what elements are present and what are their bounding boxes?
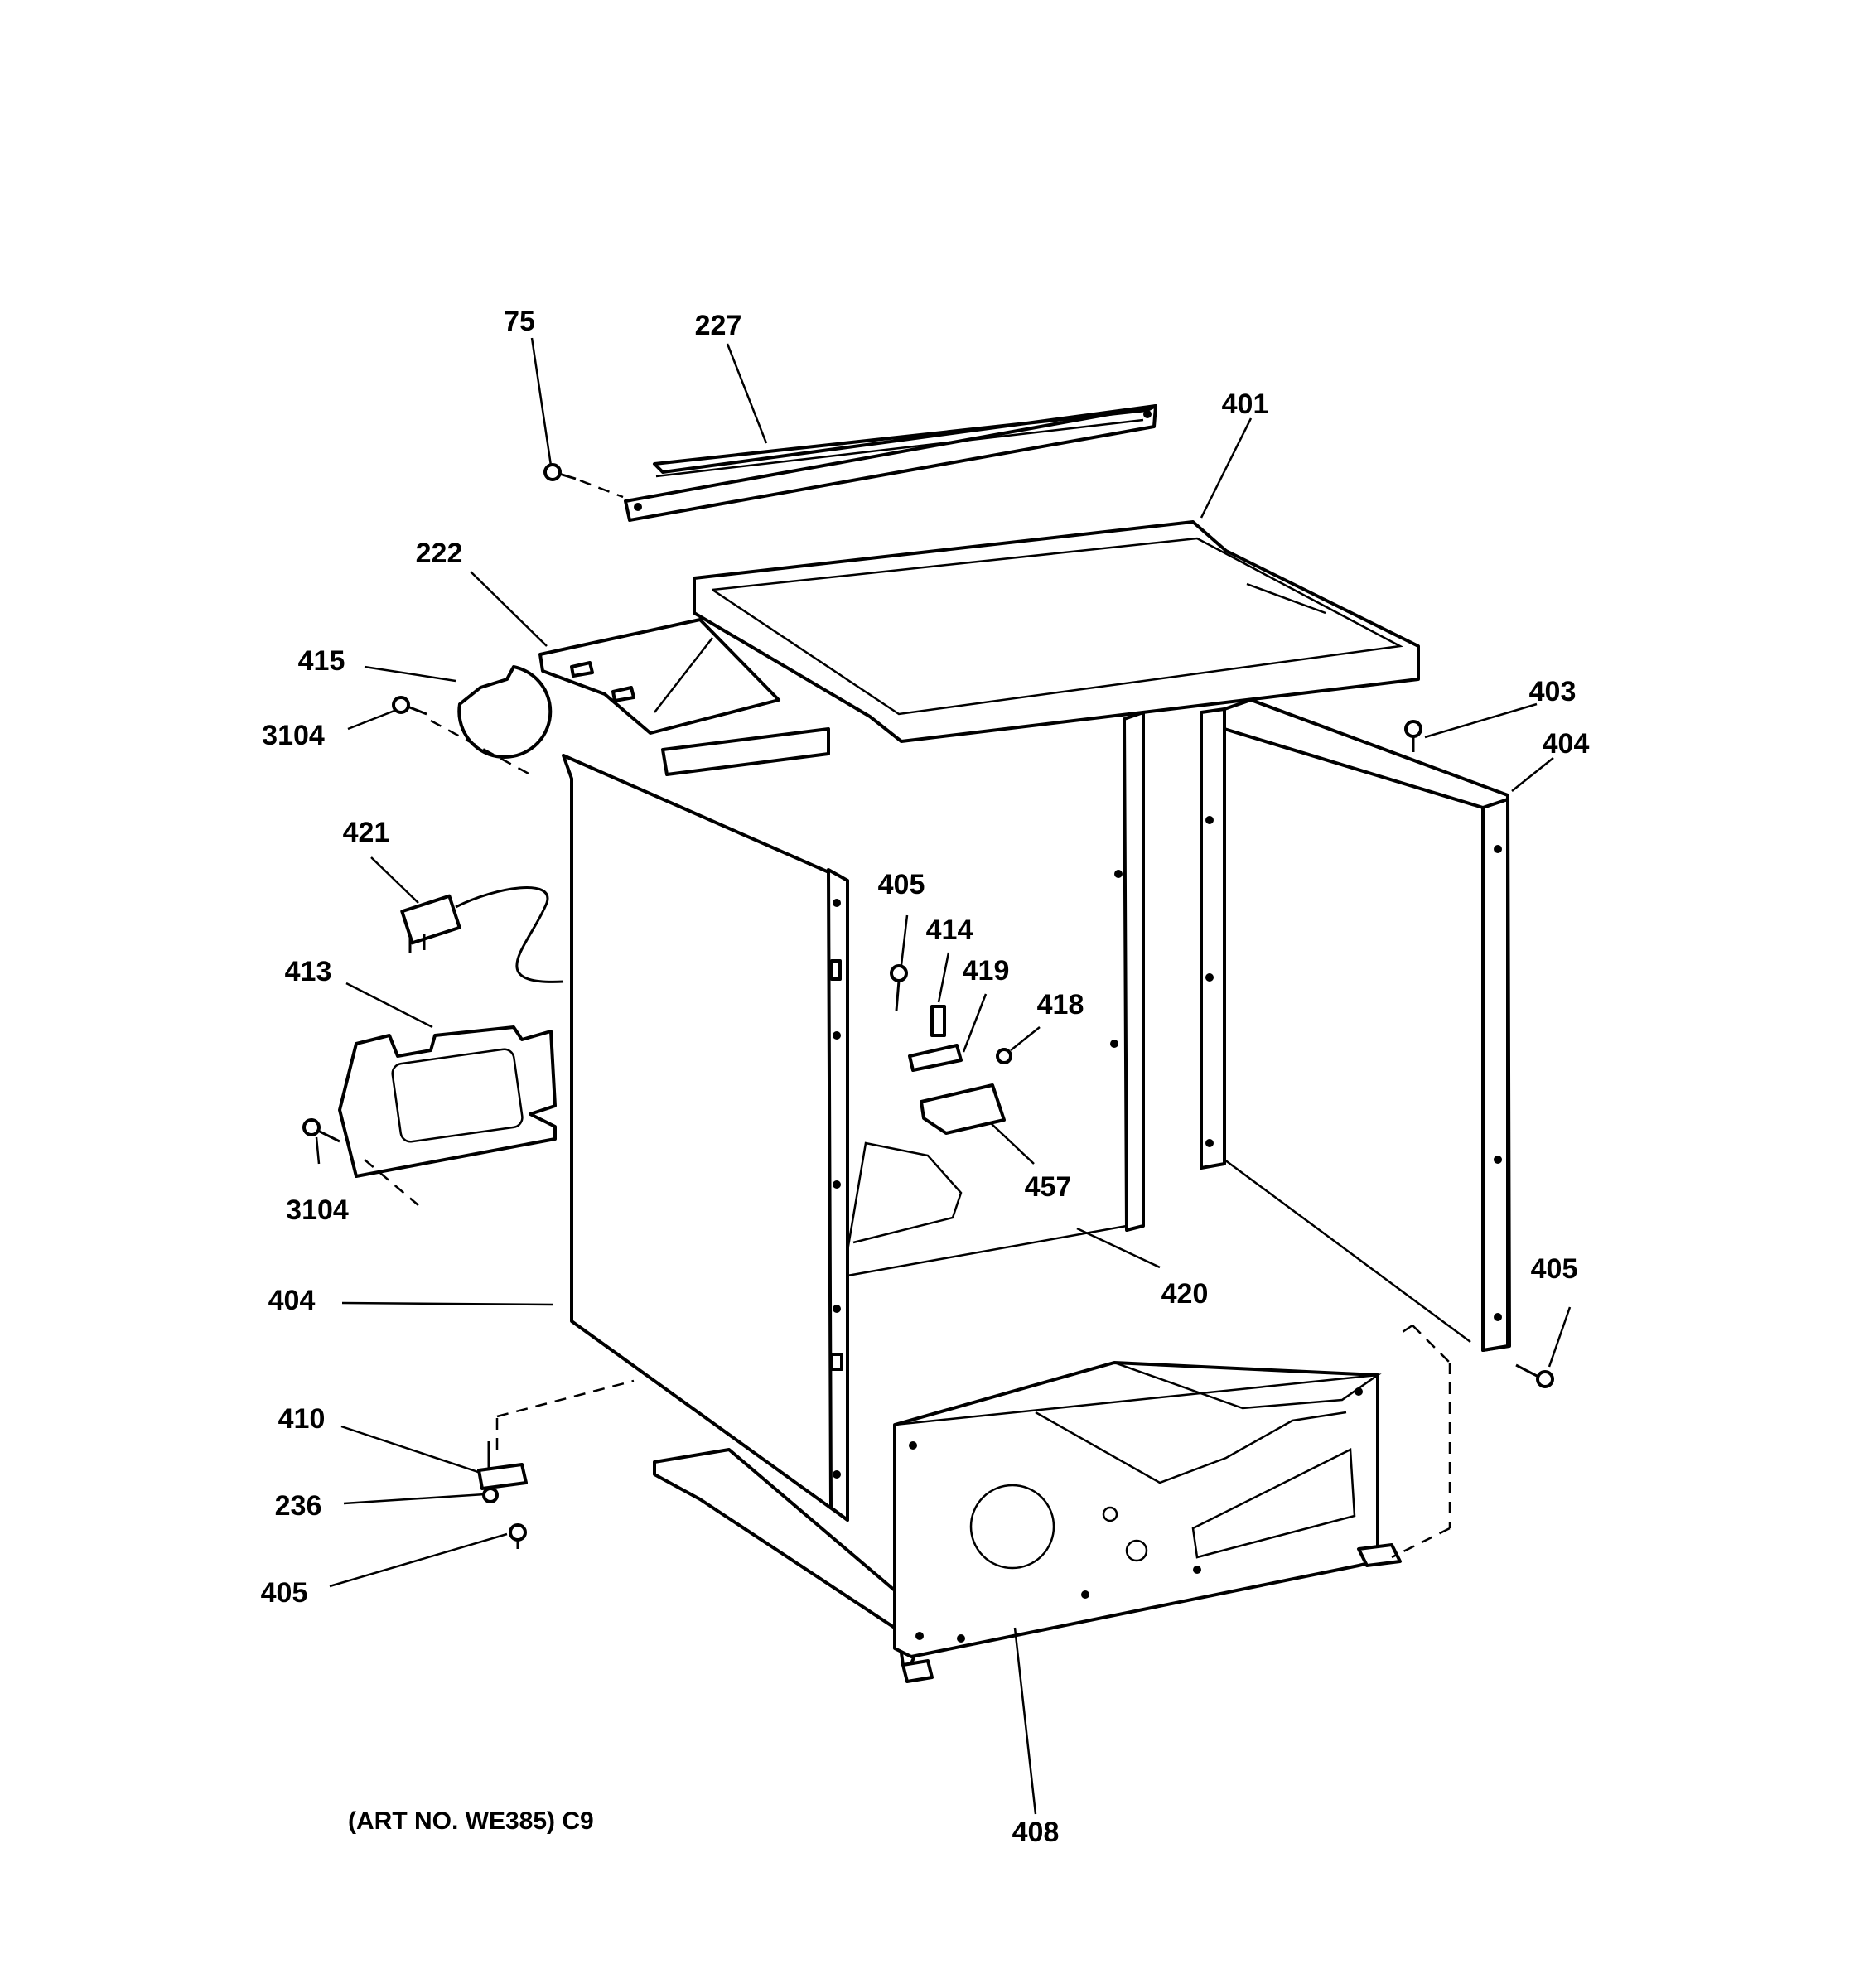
- callout-419: 419: [962, 955, 1010, 987]
- callout-227: 227: [694, 310, 742, 341]
- screw-part: [543, 463, 624, 499]
- callout-75: 75: [504, 306, 535, 337]
- callout-415: 415: [297, 645, 345, 677]
- rear-frame-part: [661, 711, 1145, 1277]
- top-panel-part: [693, 520, 1420, 743]
- left-side-panel-part: [562, 754, 849, 1522]
- callout-236: 236: [274, 1490, 322, 1522]
- top-rail-part: [624, 404, 1157, 522]
- screw-part: [1404, 720, 1422, 752]
- callout-414: 414: [925, 914, 973, 946]
- callout-405-center: 405: [877, 869, 925, 900]
- callout-410: 410: [278, 1403, 326, 1435]
- callout-404-right: 404: [1542, 728, 1590, 760]
- art-number: (ART NO. WE385) C9: [348, 1807, 594, 1835]
- power-cord-part: [400, 886, 564, 983]
- terminal-block-parts: [890, 964, 1012, 1135]
- callout-222: 222: [415, 538, 463, 569]
- callout-413: 413: [284, 956, 332, 987]
- callout-405-bottom: 405: [260, 1577, 308, 1609]
- callout-401: 401: [1221, 388, 1269, 420]
- leveling-leg-parts: [477, 1379, 635, 1549]
- right-side-panel-part: [1200, 698, 1511, 1352]
- callout-457: 457: [1024, 1171, 1072, 1203]
- callout-408: 408: [1012, 1817, 1060, 1848]
- bracket-part: [538, 618, 780, 735]
- callout-403: 403: [1528, 676, 1577, 707]
- access-cover-part: [302, 1025, 557, 1206]
- leader-lines: [315, 337, 1572, 1815]
- callout-3104-bottom: 3104: [286, 1194, 349, 1226]
- callout-418: 418: [1036, 989, 1084, 1021]
- callout-420: 420: [1161, 1278, 1209, 1310]
- callout-405-right: 405: [1530, 1253, 1578, 1285]
- callout-3104-top: 3104: [262, 720, 325, 751]
- callout-404-left: 404: [268, 1285, 316, 1316]
- screw-part: [1515, 1363, 1554, 1388]
- callout-421: 421: [342, 817, 390, 848]
- seal-part: [392, 665, 553, 776]
